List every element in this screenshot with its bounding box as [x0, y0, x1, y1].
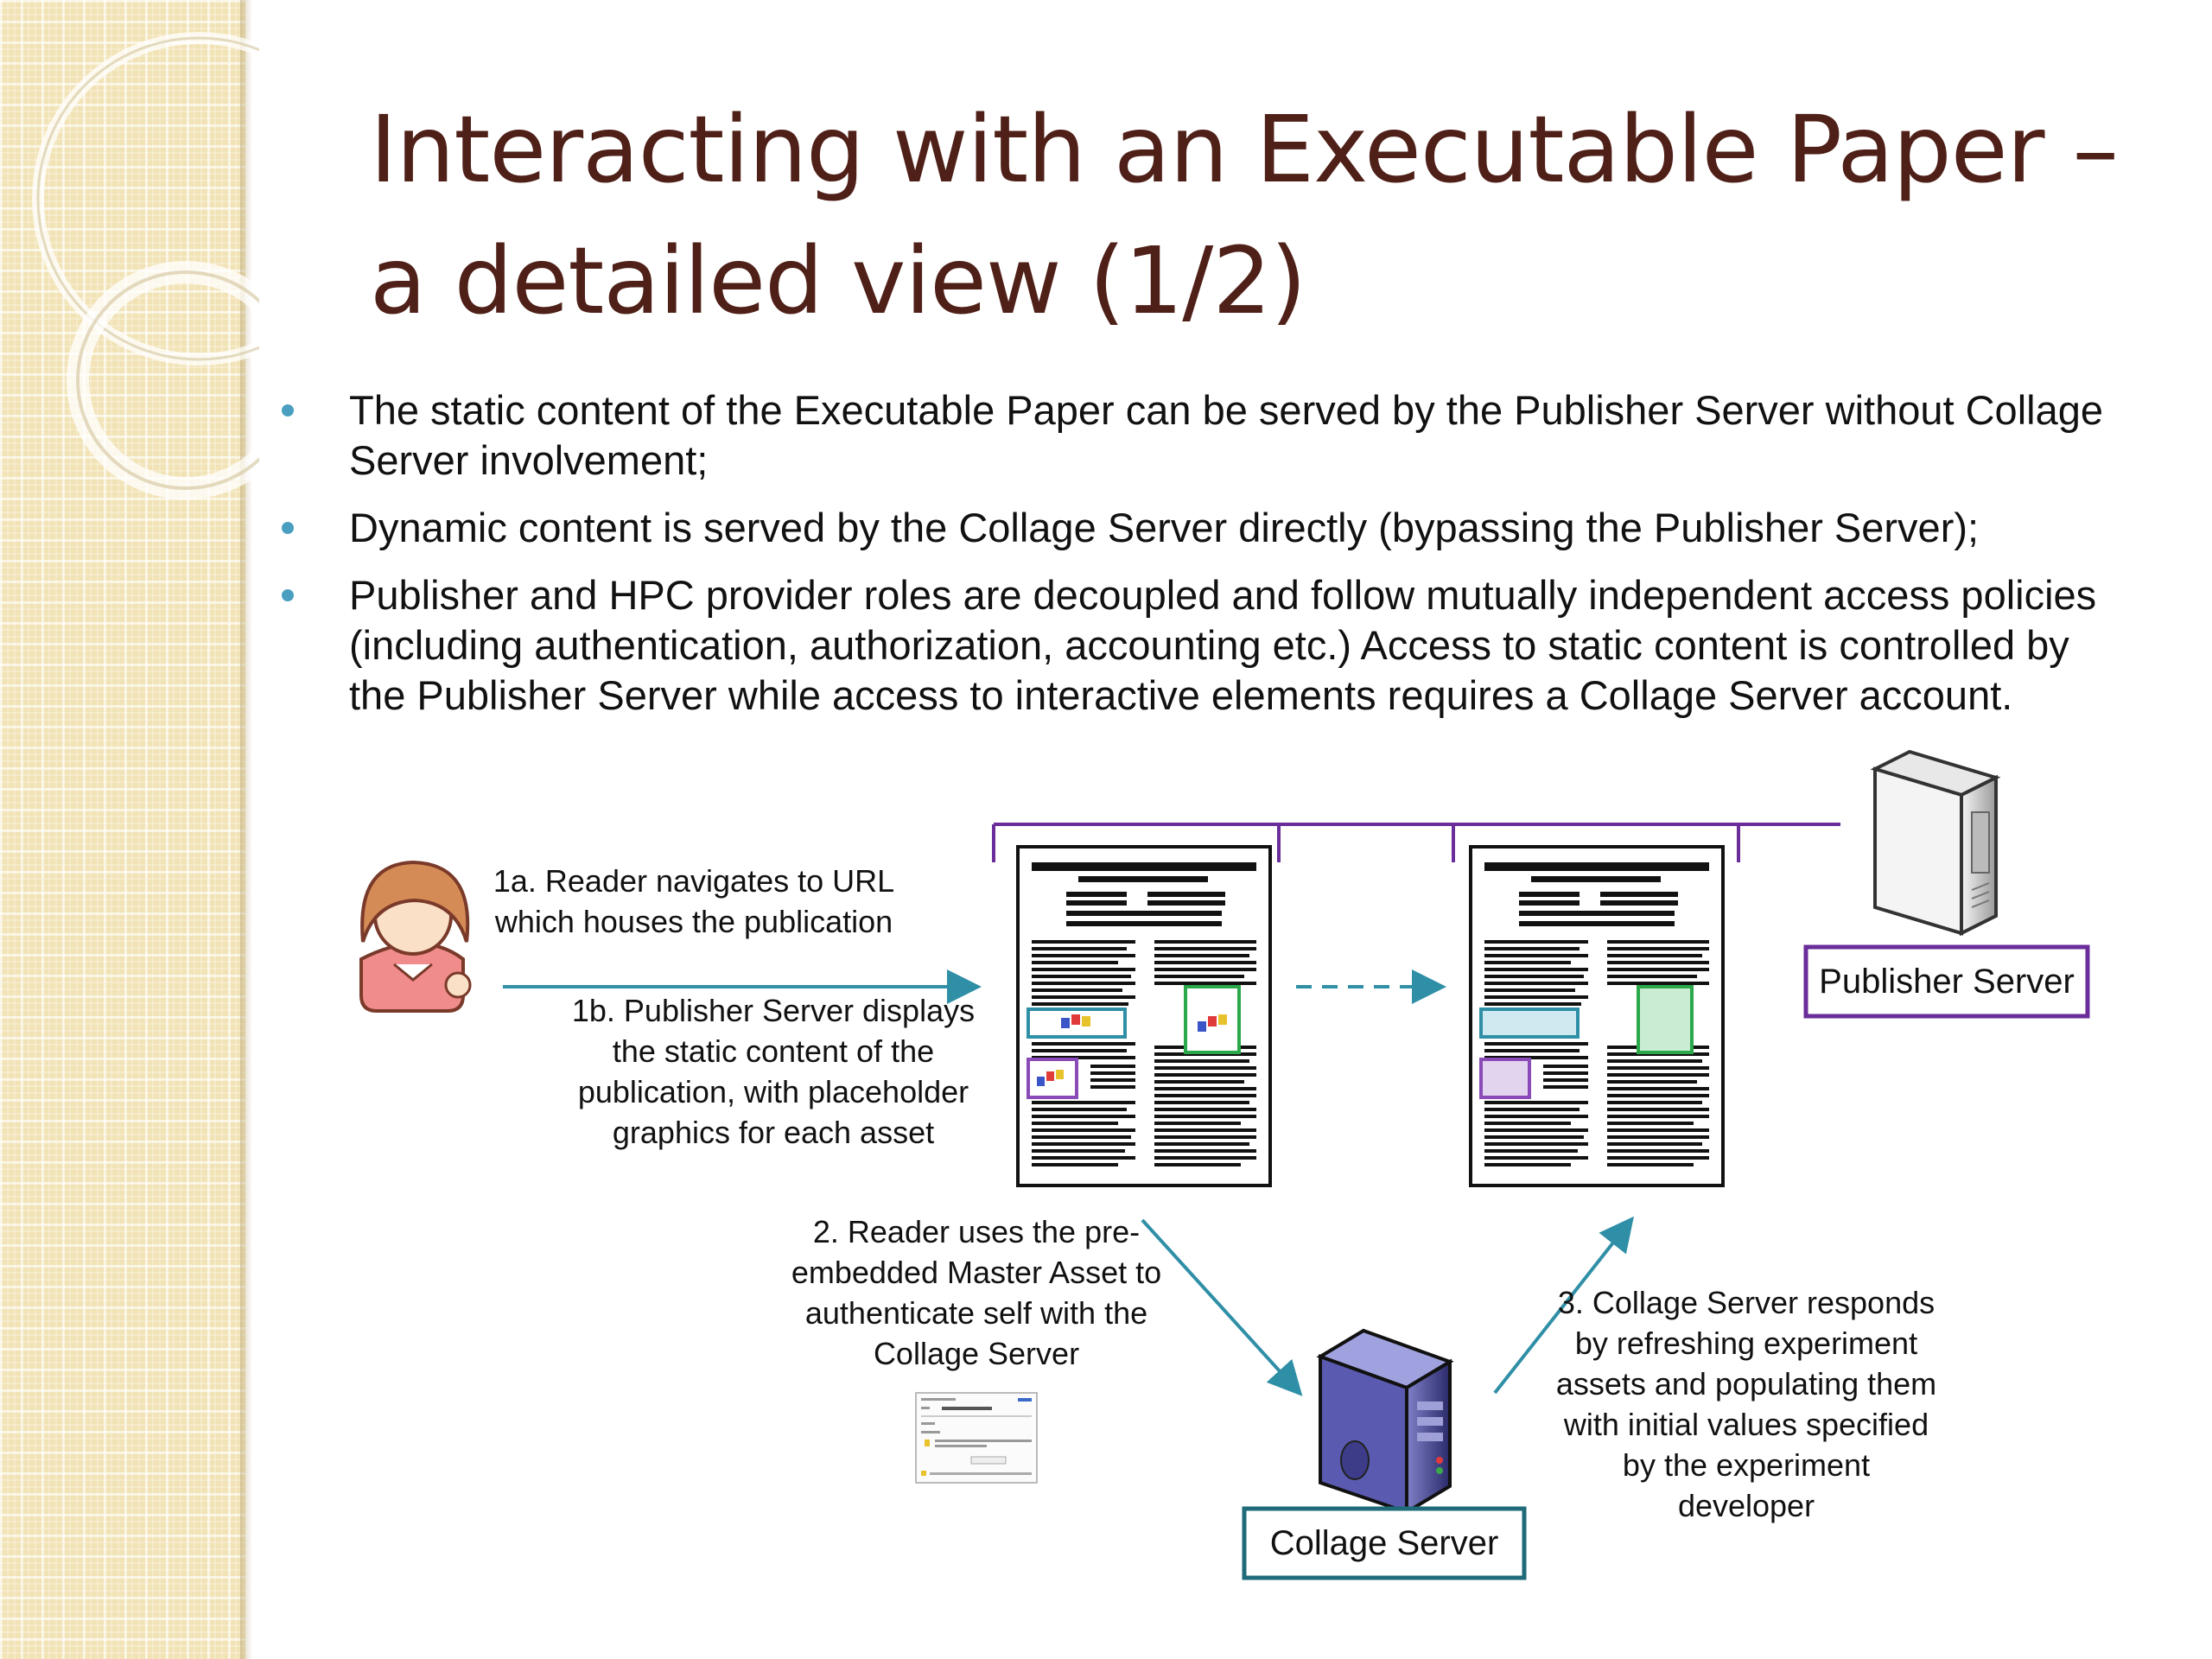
step-1b-label: 1b. Publisher Server displays the static… [570, 990, 976, 1153]
bullet-text-line: Server involvement; [349, 437, 709, 483]
bullet-item: The static content of the Executable Pap… [275, 385, 2193, 486]
step-3-line: with initial values specified [1563, 1407, 1929, 1442]
bullet-dot-icon [282, 522, 294, 534]
bullet-item: Dynamic content is served by the Collage… [275, 503, 2193, 553]
arrow-paper-to-collage [1141, 1218, 1303, 1396]
paper-document-static [1016, 845, 1272, 1187]
step-3-line: assets and populating them [1555, 1366, 1937, 1402]
publisher-server-label: Publisher Server [1809, 950, 2084, 1013]
step-1a-line: which houses the publication [494, 904, 893, 939]
bullet-dot-icon [282, 589, 294, 601]
step-3-line: developer [1677, 1488, 1815, 1523]
publisher-bracket [992, 823, 1840, 862]
placeholder-graphic-icon [1061, 1014, 1090, 1028]
placeholder-graphic-icon [1037, 1070, 1064, 1086]
title-line-2: a detailed view (1/2) [370, 228, 1306, 335]
paper-document-dynamic [1469, 845, 1725, 1187]
step-1b-line: graphics for each asset [612, 1115, 935, 1150]
step-3-line: by the experiment [1622, 1447, 1871, 1483]
step-2-line: embedded Master Asset to [791, 1255, 1162, 1290]
step-2-line: Collage Server [873, 1336, 1080, 1371]
bullet-list: The static content of the Executable Pap… [275, 385, 2193, 738]
bullet-text-line: Dynamic content is served by the Collage… [349, 505, 1980, 550]
bullet-text-line: the Publisher Server while access to int… [349, 672, 2013, 718]
publisher-server-icon [1870, 749, 2001, 937]
strip-shadow [240, 0, 252, 1659]
slide-title: Interacting with an Executable Paper – a… [370, 85, 2150, 347]
bullet-item: Publisher and HPC provider roles are dec… [275, 570, 2193, 721]
step-3-line: by refreshing experiment [1574, 1325, 1918, 1361]
collage-server-label: Collage Server [1248, 1512, 1521, 1574]
reader-person-icon [359, 860, 472, 1013]
collage-server-icon [1316, 1328, 1454, 1516]
title-line-1: Interacting with an Executable Paper – [370, 97, 2119, 204]
bullet-text-line: (including authentication, authorization… [349, 622, 2069, 668]
arrow-collage-to-paper [1493, 1216, 1634, 1395]
decorative-rings [32, 32, 259, 499]
step-3-label: 3. Collage Server responds by refreshing… [1535, 1282, 1958, 1526]
placeholder-graphic-icon [1198, 1014, 1227, 1032]
bullet-text-line: The static content of the Executable Pap… [349, 387, 2103, 433]
step-1b-line: 1b. Publisher Server displays [571, 993, 976, 1028]
step-1b-line: publication, with placeholder [577, 1074, 969, 1109]
step-1a-line: 1a. Reader navigates to URL [493, 863, 895, 899]
login-dialog-thumbnail-icon [915, 1392, 1038, 1484]
step-2-line: authenticate self with the [804, 1295, 1148, 1331]
step-2-label: 2. Reader uses the pre- embedded Master … [769, 1211, 1184, 1374]
bullet-text-line: Publisher and HPC provider roles are dec… [349, 572, 2097, 618]
step-3-line: 3. Collage Server responds [1557, 1285, 1936, 1320]
step-1b-line: the static content of the [612, 1033, 935, 1069]
step-2-line: 2. Reader uses the pre- [812, 1214, 1141, 1249]
step-1a-label: 1a. Reader navigates to URL which houses… [482, 861, 906, 942]
bullet-dot-icon [282, 404, 294, 416]
